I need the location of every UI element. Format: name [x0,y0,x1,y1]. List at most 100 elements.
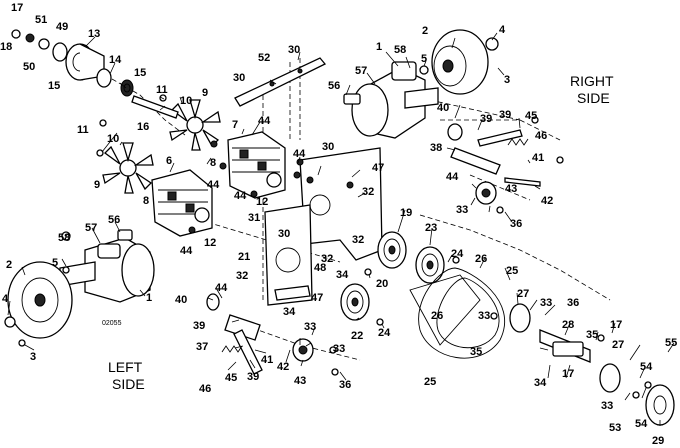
right-hydraulic-motor [343,61,439,139]
callout-label: 36 [339,379,351,391]
callout-label: 50 [23,61,35,73]
right-wheel-hub [419,29,499,95]
callout-label: 40 [175,294,187,306]
callout-label: 42 [277,361,289,373]
callout-label: 38 [430,142,442,154]
callout-label: 54 [635,418,648,430]
callout-label: 47 [372,162,384,174]
callout-label: 9 [94,179,100,191]
callout-label: 44 [180,245,193,257]
callout-label: 57 [85,222,97,234]
callout-label: 17 [11,2,23,14]
callout-label: 17 [610,319,622,331]
callout-label: 25 [506,265,518,277]
callout-label: 33 [456,204,468,216]
callout-label: 19 [400,207,412,219]
callout-label: 6 [166,155,172,167]
left-wheel-hub [4,261,73,339]
callout-label: 24 [451,248,464,260]
left-side-label-line2: SIDE [112,376,145,392]
callout-label: 4 [2,293,9,305]
callout-label: 32 [321,253,333,265]
callout-label: 3 [504,74,510,86]
callout-label: 7 [232,119,238,131]
drawing-code: 02055 [102,320,122,327]
callout-label: 15 [134,67,146,79]
left-hydraulic-motor [59,229,155,303]
callout-label: 51 [35,14,47,26]
callout-label: 57 [355,65,367,77]
callout-label: 36 [567,297,579,309]
callout-label: 13 [88,28,100,40]
callout-label: 23 [425,222,437,234]
callout-label: 11 [77,124,89,136]
callout-label: 40 [437,102,449,114]
callout-label: 37 [196,341,208,353]
callout-label: 26 [431,310,443,322]
pulley-19 [377,231,407,269]
callout-label: 15 [48,80,60,92]
callout-label: 30 [322,141,334,153]
callout-label: 34 [336,269,349,281]
callout-label: 34 [283,306,296,318]
callout-label: 58 [58,232,70,244]
callout-label: 11 [156,84,168,96]
callout-label: 33 [304,321,316,333]
callout-label: 39 [499,109,511,121]
callout-label: 2 [422,25,428,37]
callout-label: 9 [202,87,208,99]
callout-label: 43 [294,375,306,387]
callout-label: 14 [109,54,122,66]
callout-label: 32 [352,234,364,246]
callout-label: 46 [535,130,547,142]
callout-label: 44 [293,148,306,160]
callout-label: 52 [258,52,270,64]
callout-label: 8 [210,157,216,169]
small-hardware [18,94,605,376]
callout-label: 47 [311,292,323,304]
callout-label: 12 [256,196,268,208]
callout-label: 49 [56,21,68,33]
cooling-fan-lower [102,142,154,194]
callout-label: 10 [180,95,192,107]
left-side-label-line1: LEFT [108,359,143,375]
callout-label: 32 [362,186,374,198]
callout-label: 3 [30,351,36,363]
callout-label: 34 [534,377,547,389]
callout-label: 33 [478,310,490,322]
callout-label: 48 [314,262,326,274]
callout-label: 45 [225,372,237,384]
callout-label: 41 [532,152,544,164]
callout-label: 39 [480,113,492,125]
callout-label: 54 [640,361,653,373]
right-side-label-line1: RIGHT [570,73,614,89]
callout-label: 1 [376,41,382,53]
callout-label: 44 [446,171,459,183]
callout-label: 39 [193,320,205,332]
hydrostatic-pump-6 [151,169,213,237]
callout-label: 43 [505,183,517,195]
callout-label: 44 [234,190,247,202]
bracket-52 [234,57,327,107]
callout-label: 1 [146,292,152,304]
callout-label: 33 [540,297,552,309]
idler-arm-right [447,123,541,205]
callout-label: 44 [207,179,220,191]
callout-label: 22 [351,330,363,342]
callout-label: 26 [475,253,487,265]
callout-label: 30 [278,228,290,240]
callout-label: 30 [233,72,245,84]
callout-label: 30 [288,44,300,56]
callout-label: 31 [248,212,260,224]
callout-label: 32 [236,270,248,282]
callout-label: 25 [424,376,436,388]
callout-label: 5 [421,53,427,65]
drive-belts [409,267,506,359]
leader-lines [7,32,675,426]
callout-label: 12 [204,237,216,249]
callout-label: 41 [261,354,273,366]
callout-label: 33 [333,343,345,355]
right-lower-hub [509,303,675,426]
callout-label: 4 [499,24,506,36]
